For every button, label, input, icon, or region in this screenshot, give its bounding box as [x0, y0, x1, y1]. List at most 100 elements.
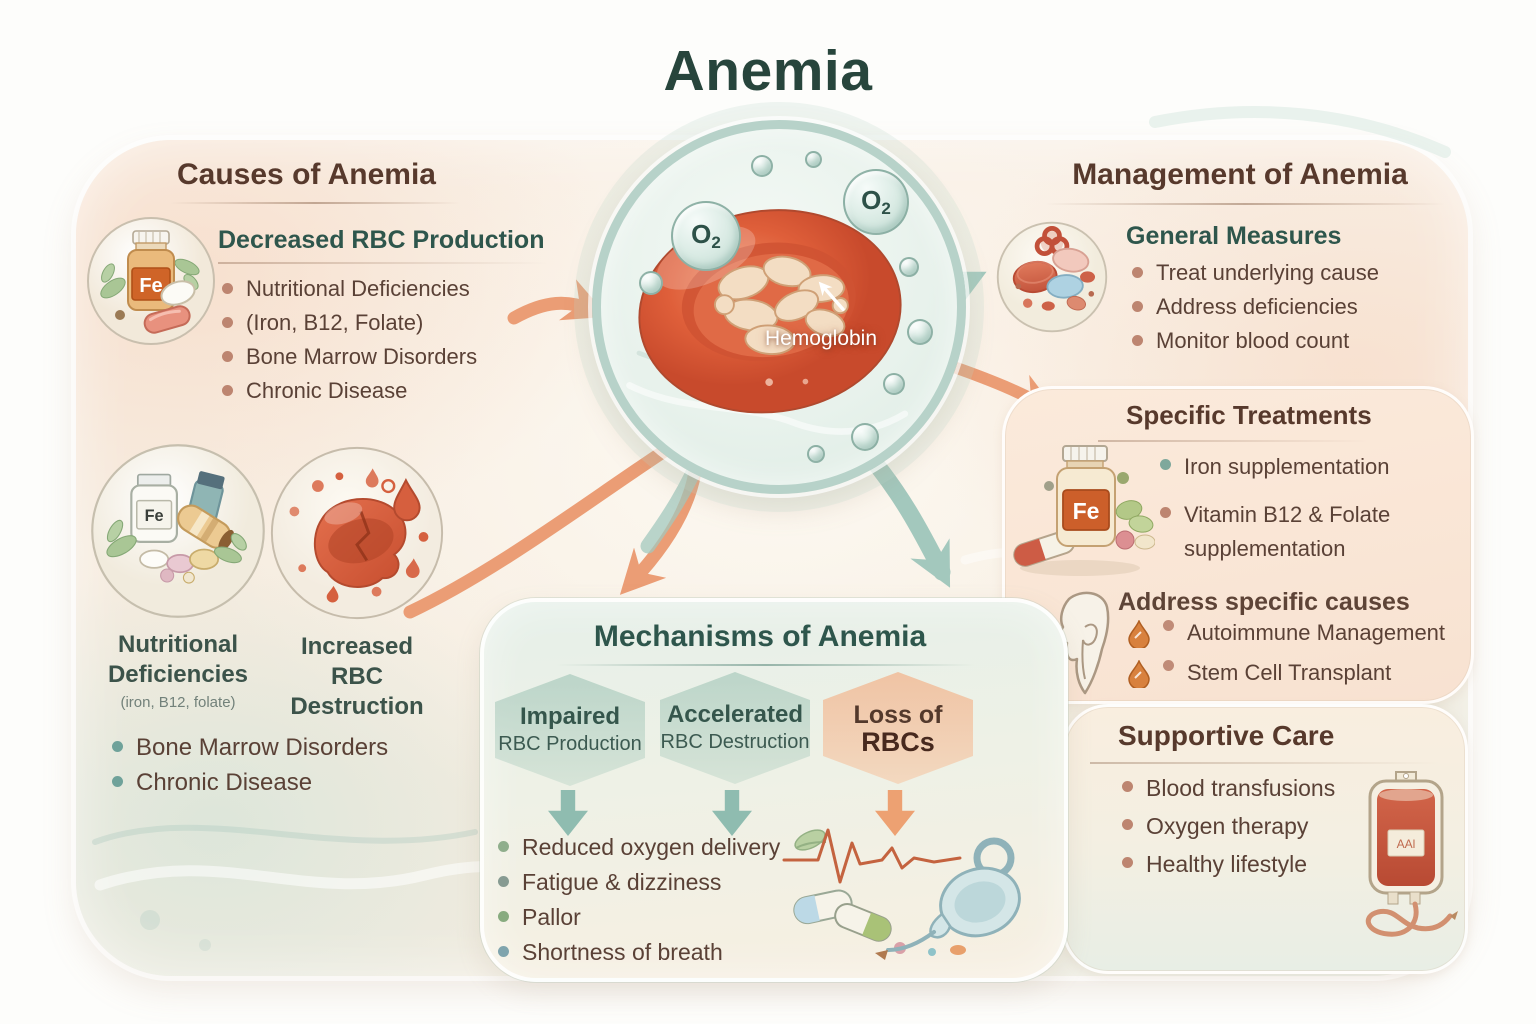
- bullet-dot: [1163, 660, 1174, 671]
- small-bubble: [899, 257, 919, 277]
- bullet-text: Chronic Disease: [246, 378, 408, 403]
- bullet-dot: [498, 946, 509, 957]
- decreased-rbc-divider: [218, 262, 548, 264]
- bullet-text: Address deficiencies: [1156, 294, 1358, 319]
- nutritional-label: Nutritional Deficiencies: [107, 631, 249, 688]
- small-bubble: [851, 423, 879, 451]
- hexagon-line1: Loss of: [853, 701, 943, 729]
- causes-title: Causes of Anemia: [177, 158, 436, 191]
- destruction-label: Increased RBC Destruction: [290, 633, 424, 720]
- supportive-care-divider: [1090, 762, 1440, 764]
- address-causes-heading: Address specific causes: [1118, 588, 1410, 616]
- o2-bubble: O2: [671, 201, 741, 271]
- bullet-text: Vitamin B12 & Folate supplementation: [1184, 502, 1391, 561]
- bullet-dot: [222, 283, 233, 294]
- hexagon-line2: RBCs: [861, 727, 935, 757]
- list-item: Fatigue & dizziness: [498, 867, 828, 902]
- management-title: Management of Anemia: [1072, 158, 1408, 191]
- bullet-text: Blood transfusions: [1146, 775, 1336, 801]
- nutritional-sub-label: (iron, B12, folate): [120, 694, 236, 711]
- nutritional-deficiency-icon: Fe: [89, 442, 267, 620]
- bullet-text: Reduced oxygen delivery: [522, 834, 781, 860]
- list-item: Chronic Disease: [222, 376, 562, 410]
- iron-bottle-icon: Fe: [1005, 440, 1156, 580]
- bullet-dot: [498, 841, 509, 852]
- bullet-dot: [222, 385, 233, 396]
- small-bubble: [883, 373, 905, 395]
- specific-treatments-heading: Specific Treatments: [1126, 400, 1372, 430]
- bullet-text: Monitor blood count: [1156, 328, 1350, 353]
- bullet-dot: [222, 351, 233, 362]
- list-item: Monitor blood count: [1132, 326, 1462, 360]
- small-bubble: [805, 151, 822, 168]
- supportive-care-list: Blood transfusions Oxygen therapy Health…: [1122, 772, 1392, 886]
- general-measures-list: Treat underlying cause Address deficienc…: [1132, 258, 1462, 360]
- hexagon-line2: RBC Production: [498, 733, 642, 755]
- o2-bubble: O2: [843, 169, 909, 235]
- decreased-rbc-heading: Decreased RBC Production: [218, 226, 545, 254]
- bullet-dot: [112, 776, 123, 787]
- hexagon-accelerated-destruction: Accelerated RBC Destruction: [660, 672, 810, 784]
- list-item: Autoimmune Management: [1128, 620, 1468, 660]
- capsule-icon: [834, 903, 892, 942]
- rbc-cell-illustration: O2 O2 Hemoglobin: [592, 120, 966, 494]
- list-item: Address deficiencies: [1132, 292, 1462, 326]
- fe-label: Fe: [139, 275, 162, 297]
- oxygen-mask-icon: [875, 837, 1021, 960]
- list-item: Oxygen therapy: [1122, 810, 1392, 848]
- causes-title-divider: [170, 202, 460, 204]
- mechanisms-list: Reduced oxygen delivery Fatigue & dizzin…: [498, 832, 828, 972]
- bullet-dot: [222, 317, 233, 328]
- bullet-text: Fatigue & dizziness: [522, 869, 722, 895]
- list-item: Nutritional Deficiencies: [222, 274, 562, 308]
- specific-treatments-list: Iron supplementation Vitamin B12 & Folat…: [1160, 450, 1460, 580]
- list-item: Blood transfusions: [1122, 772, 1392, 810]
- list-item: Treat underlying cause: [1132, 258, 1462, 292]
- list-item: Shortness of breath: [498, 937, 828, 972]
- bullet-text: Iron supplementation: [1184, 454, 1390, 479]
- causes-bottom-list: Bone Marrow Disorders Chronic Disease: [112, 732, 472, 802]
- bullet-text: Oxygen therapy: [1146, 813, 1309, 839]
- o2-label: O2: [691, 219, 721, 252]
- bullet-text: Nutritional Deficiencies: [246, 276, 470, 301]
- bullet-text: Bone Marrow Disorders: [136, 734, 389, 761]
- fe-label: Fe: [145, 507, 164, 525]
- bullet-text: (Iron, B12, Folate): [246, 310, 424, 335]
- bullet-dot: [112, 741, 123, 752]
- list-item: Healthy lifestyle: [1122, 848, 1392, 886]
- bullet-text: Stem Cell Transplant: [1187, 660, 1392, 685]
- hexagon-line1: Accelerated: [666, 701, 804, 728]
- mechanisms-divider: [556, 664, 976, 666]
- iron-supplement-icon: Fe: [85, 215, 217, 347]
- bullet-dot: [498, 876, 509, 887]
- rbc-destruction-icon: [267, 443, 447, 623]
- list-item: Vitamin B12 & Folate supplementation: [1160, 498, 1460, 566]
- blood-bag-label: AAl: [1397, 837, 1416, 851]
- list-item: (Iron, B12, Folate): [222, 308, 562, 342]
- bullet-text: Bone Marrow Disorders: [246, 344, 478, 369]
- list-item: Pallor: [498, 902, 828, 937]
- supportive-care-heading: Supportive Care: [1118, 720, 1335, 751]
- general-measures-icon: [994, 219, 1110, 335]
- list-item: Chronic Disease: [112, 767, 472, 802]
- small-bubble: [807, 445, 825, 463]
- droplet-icon: [1128, 620, 1150, 648]
- bullet-text: Chronic Disease: [136, 769, 313, 796]
- bullet-dot: [1132, 301, 1143, 312]
- hexagon-impaired-production: Impaired RBC Production: [495, 674, 645, 786]
- bullet-text: Autoimmune Management: [1187, 620, 1446, 645]
- bullet-dot: [1122, 819, 1133, 830]
- droplet-icon: [1128, 660, 1150, 688]
- bullet-text: Pallor: [522, 904, 581, 930]
- management-title-divider: [1045, 203, 1445, 205]
- specific-treatments-divider: [1098, 440, 1368, 442]
- page-title: Anemia: [663, 39, 873, 103]
- bullet-dot: [1132, 335, 1143, 346]
- hemoglobin-arrow: [818, 281, 845, 312]
- fe-label: Fe: [1073, 498, 1100, 524]
- address-causes-list: Autoimmune Management Stem Cell Transpla…: [1128, 620, 1468, 700]
- hemoglobin-cluster: [713, 255, 849, 356]
- list-item: Reduced oxygen delivery: [498, 832, 828, 867]
- bullet-dot: [1122, 781, 1133, 792]
